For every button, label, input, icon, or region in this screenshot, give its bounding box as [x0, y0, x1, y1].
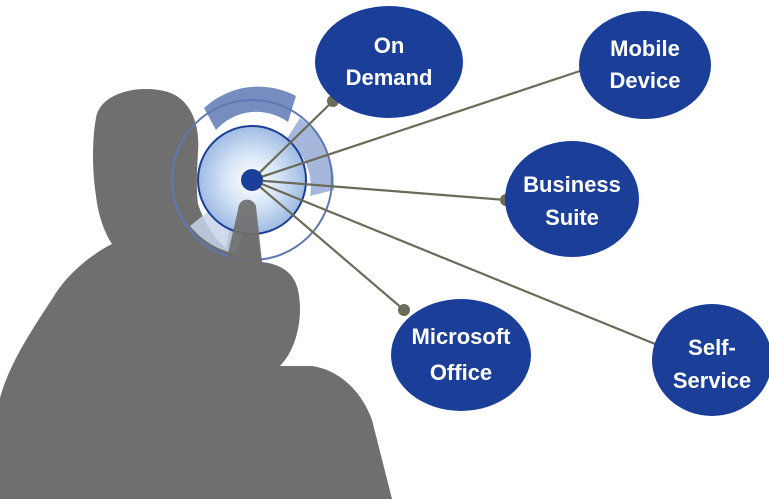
person-silhouette [0, 89, 392, 499]
node-microsoft-office-bubble [391, 299, 531, 411]
connector-dot-microsoft-office [398, 304, 410, 316]
node-business-suite-bubble [505, 141, 639, 257]
node-business-suite-label-line1: Business [523, 172, 621, 197]
connector-microsoft-office [251, 179, 405, 311]
node-self-service-bubble [652, 304, 769, 416]
node-business-suite-label-line2: Suite [545, 205, 599, 230]
node-on-demand-label-line1: On [374, 33, 405, 58]
node-microsoft-office-label-line1: Microsoft [412, 324, 512, 349]
node-microsoft-office-label-line2: Office [430, 360, 492, 385]
connector-self-service [251, 178, 661, 348]
connector-business-suite [251, 178, 507, 202]
node-mobile-device-label-line1: Mobile [610, 36, 680, 61]
pointing-finger [226, 199, 262, 262]
node-mobile-device: Mobile Device [579, 11, 711, 119]
node-self-service-label-line2: Service [673, 368, 751, 393]
node-mobile-device-bubble [579, 11, 711, 119]
hub-center-dot [241, 169, 263, 191]
node-mobile-device-label-line2: Device [610, 68, 681, 93]
node-business-suite: Business Suite [505, 141, 639, 257]
connector-on-demand [251, 100, 334, 181]
node-self-service: Self- Service [652, 304, 769, 416]
node-microsoft-office: Microsoft Office [391, 299, 531, 411]
node-self-service-label-line1: Self- [688, 335, 736, 360]
node-on-demand-label-line2: Demand [346, 65, 433, 90]
node-on-demand: On Demand [315, 6, 463, 118]
node-on-demand-bubble [315, 6, 463, 118]
hub-arc-top [204, 86, 296, 130]
hub-arc-right [286, 118, 335, 196]
connector-mobile-device [251, 67, 587, 182]
